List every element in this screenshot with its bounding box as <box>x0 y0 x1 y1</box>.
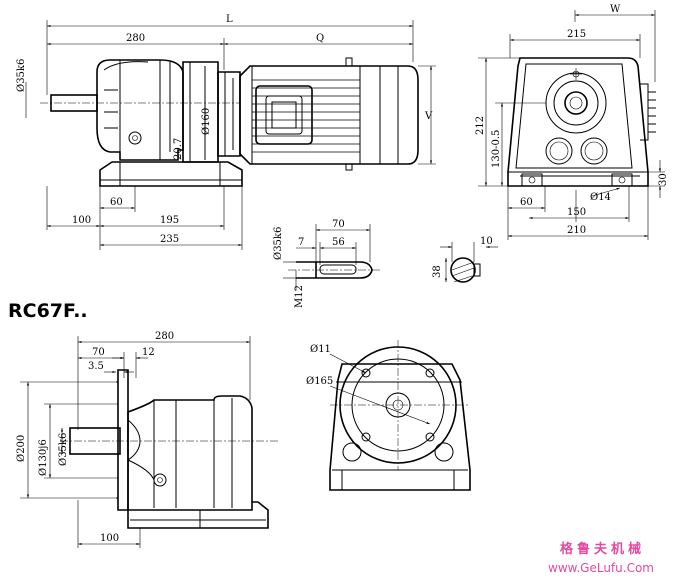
label-flange-280: 280 <box>155 331 174 342</box>
label-Q: Q <box>316 33 324 44</box>
label-face-d11: Ø11 <box>310 344 331 355</box>
dim-W: W <box>574 4 656 82</box>
label-side-100: 100 <box>72 215 91 226</box>
label-end-60: 60 <box>520 197 533 208</box>
motor-fins <box>252 79 360 153</box>
gear-housing <box>96 59 184 161</box>
label-face-d165: Ø165 <box>306 376 333 387</box>
label-210: 210 <box>567 225 586 236</box>
label-side-60: 60 <box>110 197 123 208</box>
label-shaft-dia2: Ø35k6 <box>273 227 284 260</box>
label-flange-100: 100 <box>100 533 119 544</box>
flange-housing <box>127 395 253 511</box>
label-shaft-56: 56 <box>332 237 345 248</box>
label-30: 30 <box>658 173 669 186</box>
label-flange-3-5: 3.5 <box>88 361 104 372</box>
label-L: L <box>226 14 233 25</box>
housing-foot <box>99 161 243 187</box>
dim-end-bottom: 60 Ø14 150 210 <box>507 186 649 240</box>
label-215: 215 <box>567 29 586 40</box>
motor-body <box>239 65 419 165</box>
label-280: 280 <box>126 33 145 44</box>
label-212: 212 <box>475 116 486 135</box>
label-flange-d130: Ø130j6 <box>38 439 49 476</box>
label-shaft-70: 70 <box>332 219 345 230</box>
flange-face-view: Ø11 Ø165 <box>306 340 471 491</box>
label-flange-12: 12 <box>142 347 155 358</box>
label-flange-shaft: Ø35k6 <box>58 433 69 466</box>
flange-side-view: 280 70 12 3.5 <box>16 331 280 548</box>
key-detail: 10 38 <box>432 236 498 283</box>
label-flange-70: 70 <box>92 347 105 358</box>
dim-L: L <box>46 14 414 95</box>
shaft-detail: 70 7 56 Ø35k6 M12 <box>273 219 380 308</box>
dim-280: 280 <box>47 33 225 70</box>
label-h207: 20.7 <box>173 138 184 160</box>
terminal-box <box>255 85 313 145</box>
label-flange-d200: Ø200 <box>16 435 27 462</box>
dim-end-heights: 212 130-0.5 <box>475 57 546 187</box>
label-W: W <box>610 4 621 15</box>
label-side-195: 195 <box>160 215 179 226</box>
label-d14: Ø14 <box>590 192 611 203</box>
label-side-235: 235 <box>160 234 179 245</box>
end-housing <box>507 57 649 187</box>
watermark-cn: 格鲁夫机械 <box>560 541 645 557</box>
model-title: RC67F.. <box>8 300 88 322</box>
watermark-url: www.GeLufu.Com <box>548 561 654 575</box>
label-shaft-7: 7 <box>298 237 304 248</box>
dim-V: V <box>418 65 436 165</box>
label-shaft-dia: Ø35k6 <box>16 59 27 92</box>
label-key-38: 38 <box>432 265 443 278</box>
label-130: 130-0.5 <box>491 130 502 168</box>
dim-bottom-side: 60 100 195 235 <box>46 186 243 250</box>
dim-shaft: Ø35k6 <box>16 59 27 118</box>
label-key-10: 10 <box>480 236 493 247</box>
end-view: W 215 <box>475 4 669 240</box>
dim-Q: Q <box>224 33 413 46</box>
label-M12: M12 <box>294 285 305 308</box>
side-view: L 280 Q Ø35k6 <box>16 14 436 250</box>
label-d160: Ø160 <box>201 108 212 135</box>
label-V: V <box>424 111 433 122</box>
dim-215: 215 <box>509 29 641 58</box>
label-150: 150 <box>567 207 586 218</box>
dim-30: 30 <box>648 160 669 198</box>
